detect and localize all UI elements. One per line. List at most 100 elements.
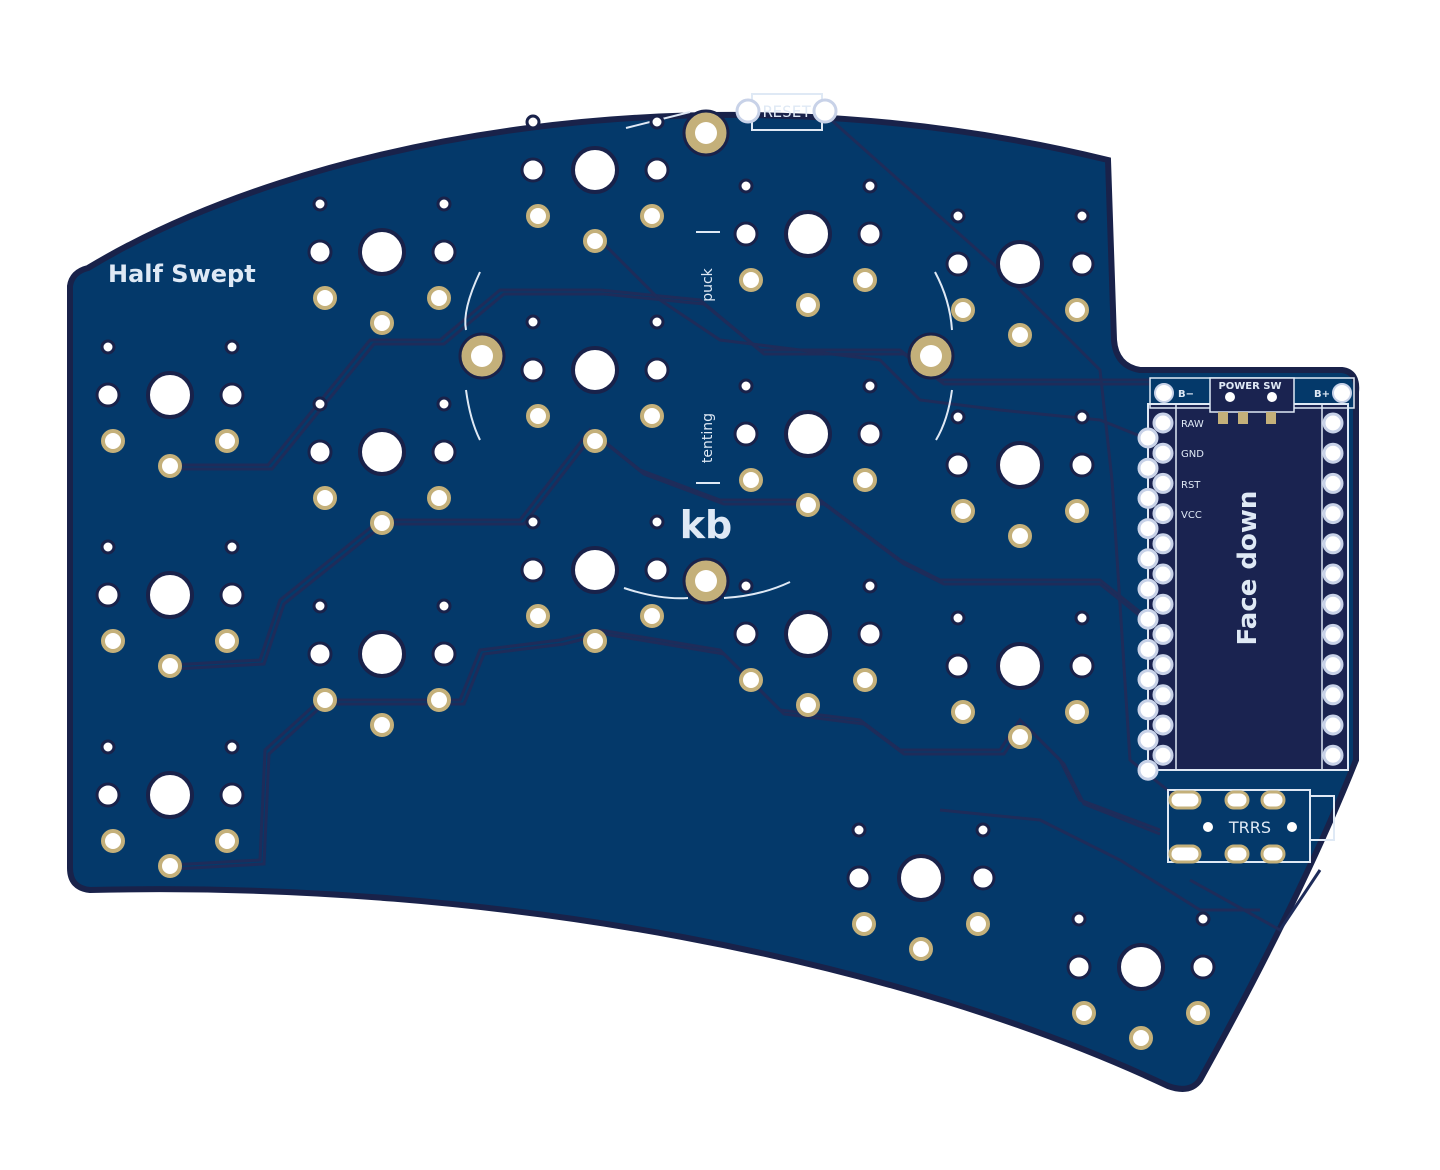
- gnd-label: GND: [1181, 449, 1204, 460]
- switch-pin-hole: [1071, 911, 1087, 927]
- pin-hole: [1322, 412, 1344, 434]
- switch-pad: [951, 298, 975, 322]
- switch-stab-hole: [857, 621, 883, 647]
- switch-pin-hole: [950, 208, 966, 224]
- switch-pin-hole: [1074, 409, 1090, 425]
- switch-stab-hole: [857, 421, 883, 447]
- switch-pin-hole: [224, 339, 240, 355]
- switch-pad: [313, 688, 337, 712]
- pin-hole: [1137, 457, 1159, 479]
- switch-pad: [158, 854, 182, 878]
- raw-label: RAW: [1181, 419, 1204, 430]
- pin-hole: [1322, 533, 1344, 555]
- switch-center-hole: [358, 630, 406, 678]
- pin-hole: [1137, 548, 1159, 570]
- switch-pad: [1072, 1001, 1096, 1025]
- switch-stab-hole: [1069, 251, 1095, 277]
- switch-pad: [427, 688, 451, 712]
- mounting-holes: [458, 109, 955, 605]
- switch-pad: [526, 204, 550, 228]
- switch-pad: [313, 286, 337, 310]
- switch-center-hole: [571, 146, 619, 194]
- pin-hole: [1137, 487, 1159, 509]
- switch-pad: [158, 454, 182, 478]
- pin-hole: [1152, 442, 1174, 464]
- pin-hole: [1152, 563, 1174, 585]
- switch-pad: [313, 486, 337, 510]
- pin-hole: [1137, 669, 1159, 691]
- microcontroller: RAW GND RST VCC Face down: [1137, 403, 1349, 781]
- switch-pad: [1008, 725, 1032, 749]
- switch-pad: [526, 604, 550, 628]
- switch-pin-hole: [738, 178, 754, 194]
- kb-logo: kb: [680, 503, 732, 547]
- switch-pad: [215, 629, 239, 653]
- switch-stab-hole: [644, 357, 670, 383]
- rst-label: RST: [1181, 480, 1201, 491]
- switch-pad: [215, 429, 239, 453]
- switch-pin-hole: [312, 196, 328, 212]
- switch-center-hole: [358, 428, 406, 476]
- switch-pin-hole: [950, 409, 966, 425]
- pin-hole: [1137, 427, 1159, 449]
- switch-stab-hole: [307, 439, 333, 465]
- switch-pad: [853, 268, 877, 292]
- switch-center-hole: [571, 546, 619, 594]
- switch-stab-hole: [857, 221, 883, 247]
- pin-hole: [1137, 638, 1159, 660]
- switch-pin-hole: [851, 822, 867, 838]
- pin-hole: [1322, 442, 1344, 464]
- switch-pad: [909, 937, 933, 961]
- pin-hole: [1152, 503, 1174, 525]
- switch-center-hole: [358, 228, 406, 276]
- switch-pin-hole: [224, 539, 240, 555]
- pin-hole: [1137, 518, 1159, 540]
- switch-pad: [1008, 323, 1032, 347]
- switch-stab-hole: [1066, 954, 1092, 980]
- switch-pad: [1065, 700, 1089, 724]
- pin-hole: [1322, 503, 1344, 525]
- power-switch: POWER SW B− B+: [1149, 377, 1355, 424]
- battery-pos-label: B+: [1314, 389, 1330, 400]
- switch-pad: [1065, 298, 1089, 322]
- pin-hole: [1322, 684, 1344, 706]
- switch-pad: [796, 693, 820, 717]
- switch-stab-hole: [733, 621, 759, 647]
- pin-hole: [1137, 729, 1159, 751]
- switch-center-hole: [146, 371, 194, 419]
- switch-pin-hole: [649, 514, 665, 530]
- pin-hole: [1322, 654, 1344, 676]
- power-switch-label: POWER SW: [1218, 381, 1281, 392]
- switch-stab-hole: [431, 641, 457, 667]
- switch-center-hole: [146, 571, 194, 619]
- switch-stab-hole: [431, 239, 457, 265]
- pin-hole: [1322, 744, 1344, 766]
- switch-pad: [739, 668, 763, 692]
- switch-center-hole: [996, 642, 1044, 690]
- switch-pin-hole: [738, 578, 754, 594]
- switch-pin-hole: [224, 739, 240, 755]
- switch-pad: [583, 229, 607, 253]
- switch-pin-hole: [649, 314, 665, 330]
- switch-pad: [1065, 499, 1089, 523]
- switch-stab-hole: [945, 251, 971, 277]
- puck-outline: [464, 111, 953, 600]
- switch-pad: [215, 829, 239, 853]
- switch-stab-hole: [644, 157, 670, 183]
- switch-pin-hole: [862, 178, 878, 194]
- switch-pin-hole: [312, 598, 328, 614]
- switch-pad: [370, 511, 394, 535]
- pin-hole: [1322, 593, 1344, 615]
- switch-center-hole: [784, 210, 832, 258]
- switch-stab-hole: [1069, 452, 1095, 478]
- switch-pin-hole: [1074, 610, 1090, 626]
- battery-neg-label: B−: [1178, 389, 1194, 400]
- trrs-jack: TRRS: [1167, 789, 1335, 864]
- pin-hole: [1322, 472, 1344, 494]
- switch-pin-hole: [738, 378, 754, 394]
- switch-stab-hole: [219, 582, 245, 608]
- switch-stab-hole: [219, 782, 245, 808]
- switch-pin-hole: [100, 539, 116, 555]
- pin-hole: [1322, 623, 1344, 645]
